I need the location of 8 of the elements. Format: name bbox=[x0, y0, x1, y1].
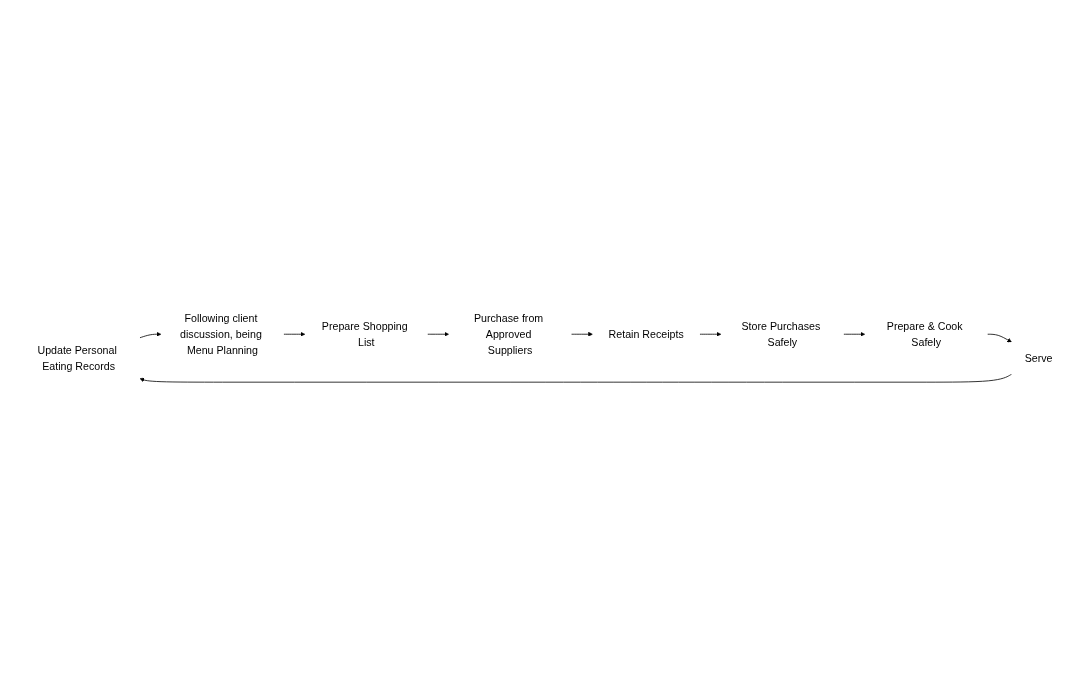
node-text: Store Purchases Safely bbox=[741, 320, 821, 348]
node-text: Prepare Shopping List bbox=[321, 320, 408, 348]
node-text: Retain Receipts bbox=[608, 328, 684, 340]
node-text: Following client discussion, being Menu Planning bbox=[180, 312, 262, 356]
node-text: Prepare & Cook Safely bbox=[886, 320, 963, 348]
node-text: Update Personal Eating Records bbox=[37, 344, 117, 372]
node-text: Purchase from Approved Suppliers bbox=[474, 312, 544, 356]
node-text: Serve bbox=[1024, 352, 1053, 364]
